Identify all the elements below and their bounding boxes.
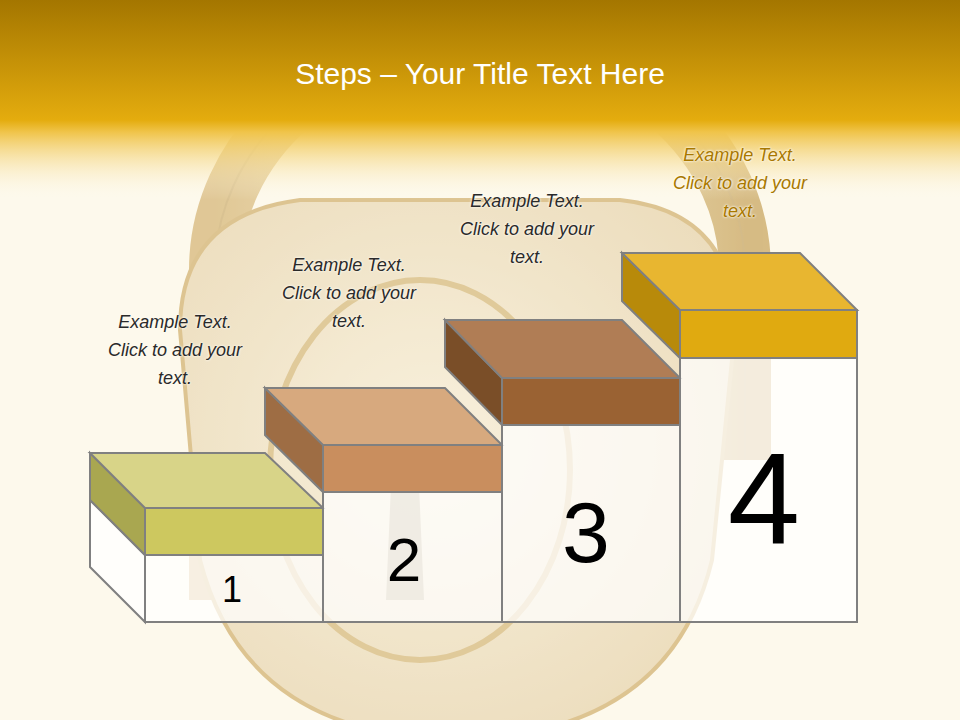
step-number: 2	[387, 529, 421, 591]
step-block: Example Text. Click to add your text.3	[445, 320, 680, 622]
slab-top	[265, 388, 502, 445]
step-number: 4	[728, 433, 800, 563]
step-front	[502, 425, 680, 622]
step-block: Example Text. Click to add your text.4	[622, 253, 857, 622]
step-front	[323, 492, 502, 622]
slab-front	[502, 378, 680, 425]
step-block: Example Text. Click to add your text.1	[90, 453, 323, 622]
slab-front	[145, 508, 323, 555]
step-front	[680, 358, 857, 622]
title-band	[0, 0, 960, 200]
step-caption: Example Text. Click to add your text.	[671, 141, 809, 225]
step-caption: Example Text. Click to add your text.	[458, 187, 596, 271]
slab-top	[445, 320, 680, 378]
step-shape	[265, 388, 502, 622]
step-number: 3	[562, 489, 610, 575]
step-number: 1	[222, 572, 242, 608]
slide-title: Steps – Your Title Text Here	[0, 52, 960, 96]
step-caption: Example Text. Click to add your text.	[280, 251, 418, 335]
step-shape	[90, 453, 323, 622]
slab-top	[622, 253, 857, 310]
slab-front	[323, 445, 502, 492]
step-shape	[445, 320, 680, 622]
step-caption: Example Text. Click to add your text.	[106, 308, 244, 392]
step-block: Example Text. Click to add your text.2	[265, 388, 502, 622]
step-front	[145, 555, 323, 622]
slab-front	[680, 310, 857, 358]
slab-top	[90, 453, 323, 508]
